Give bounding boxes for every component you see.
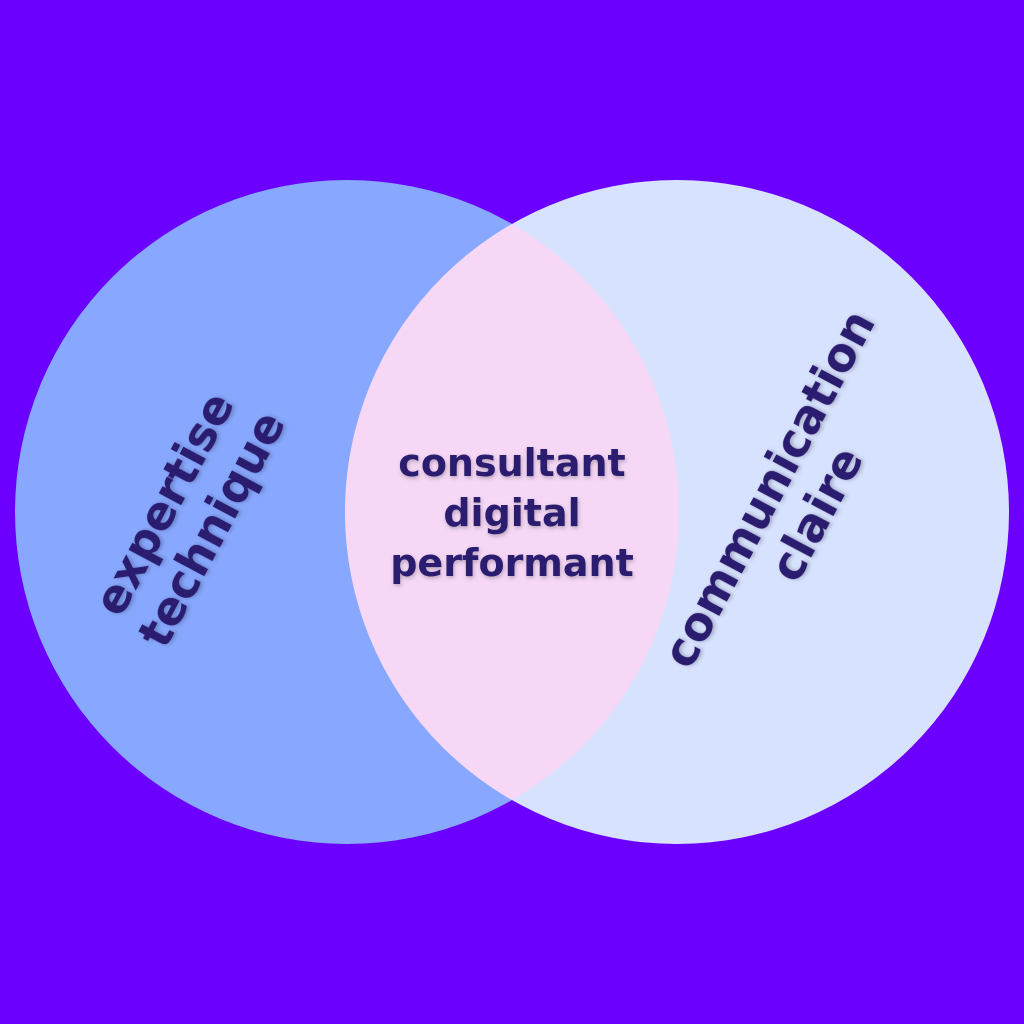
center-label-line-2: digital <box>443 491 580 535</box>
center-label-line-3: performant <box>390 541 634 585</box>
center-label-line-1: consultant <box>398 441 625 485</box>
center-label: consultant digital performant <box>390 441 634 585</box>
intersection-region <box>345 180 679 844</box>
